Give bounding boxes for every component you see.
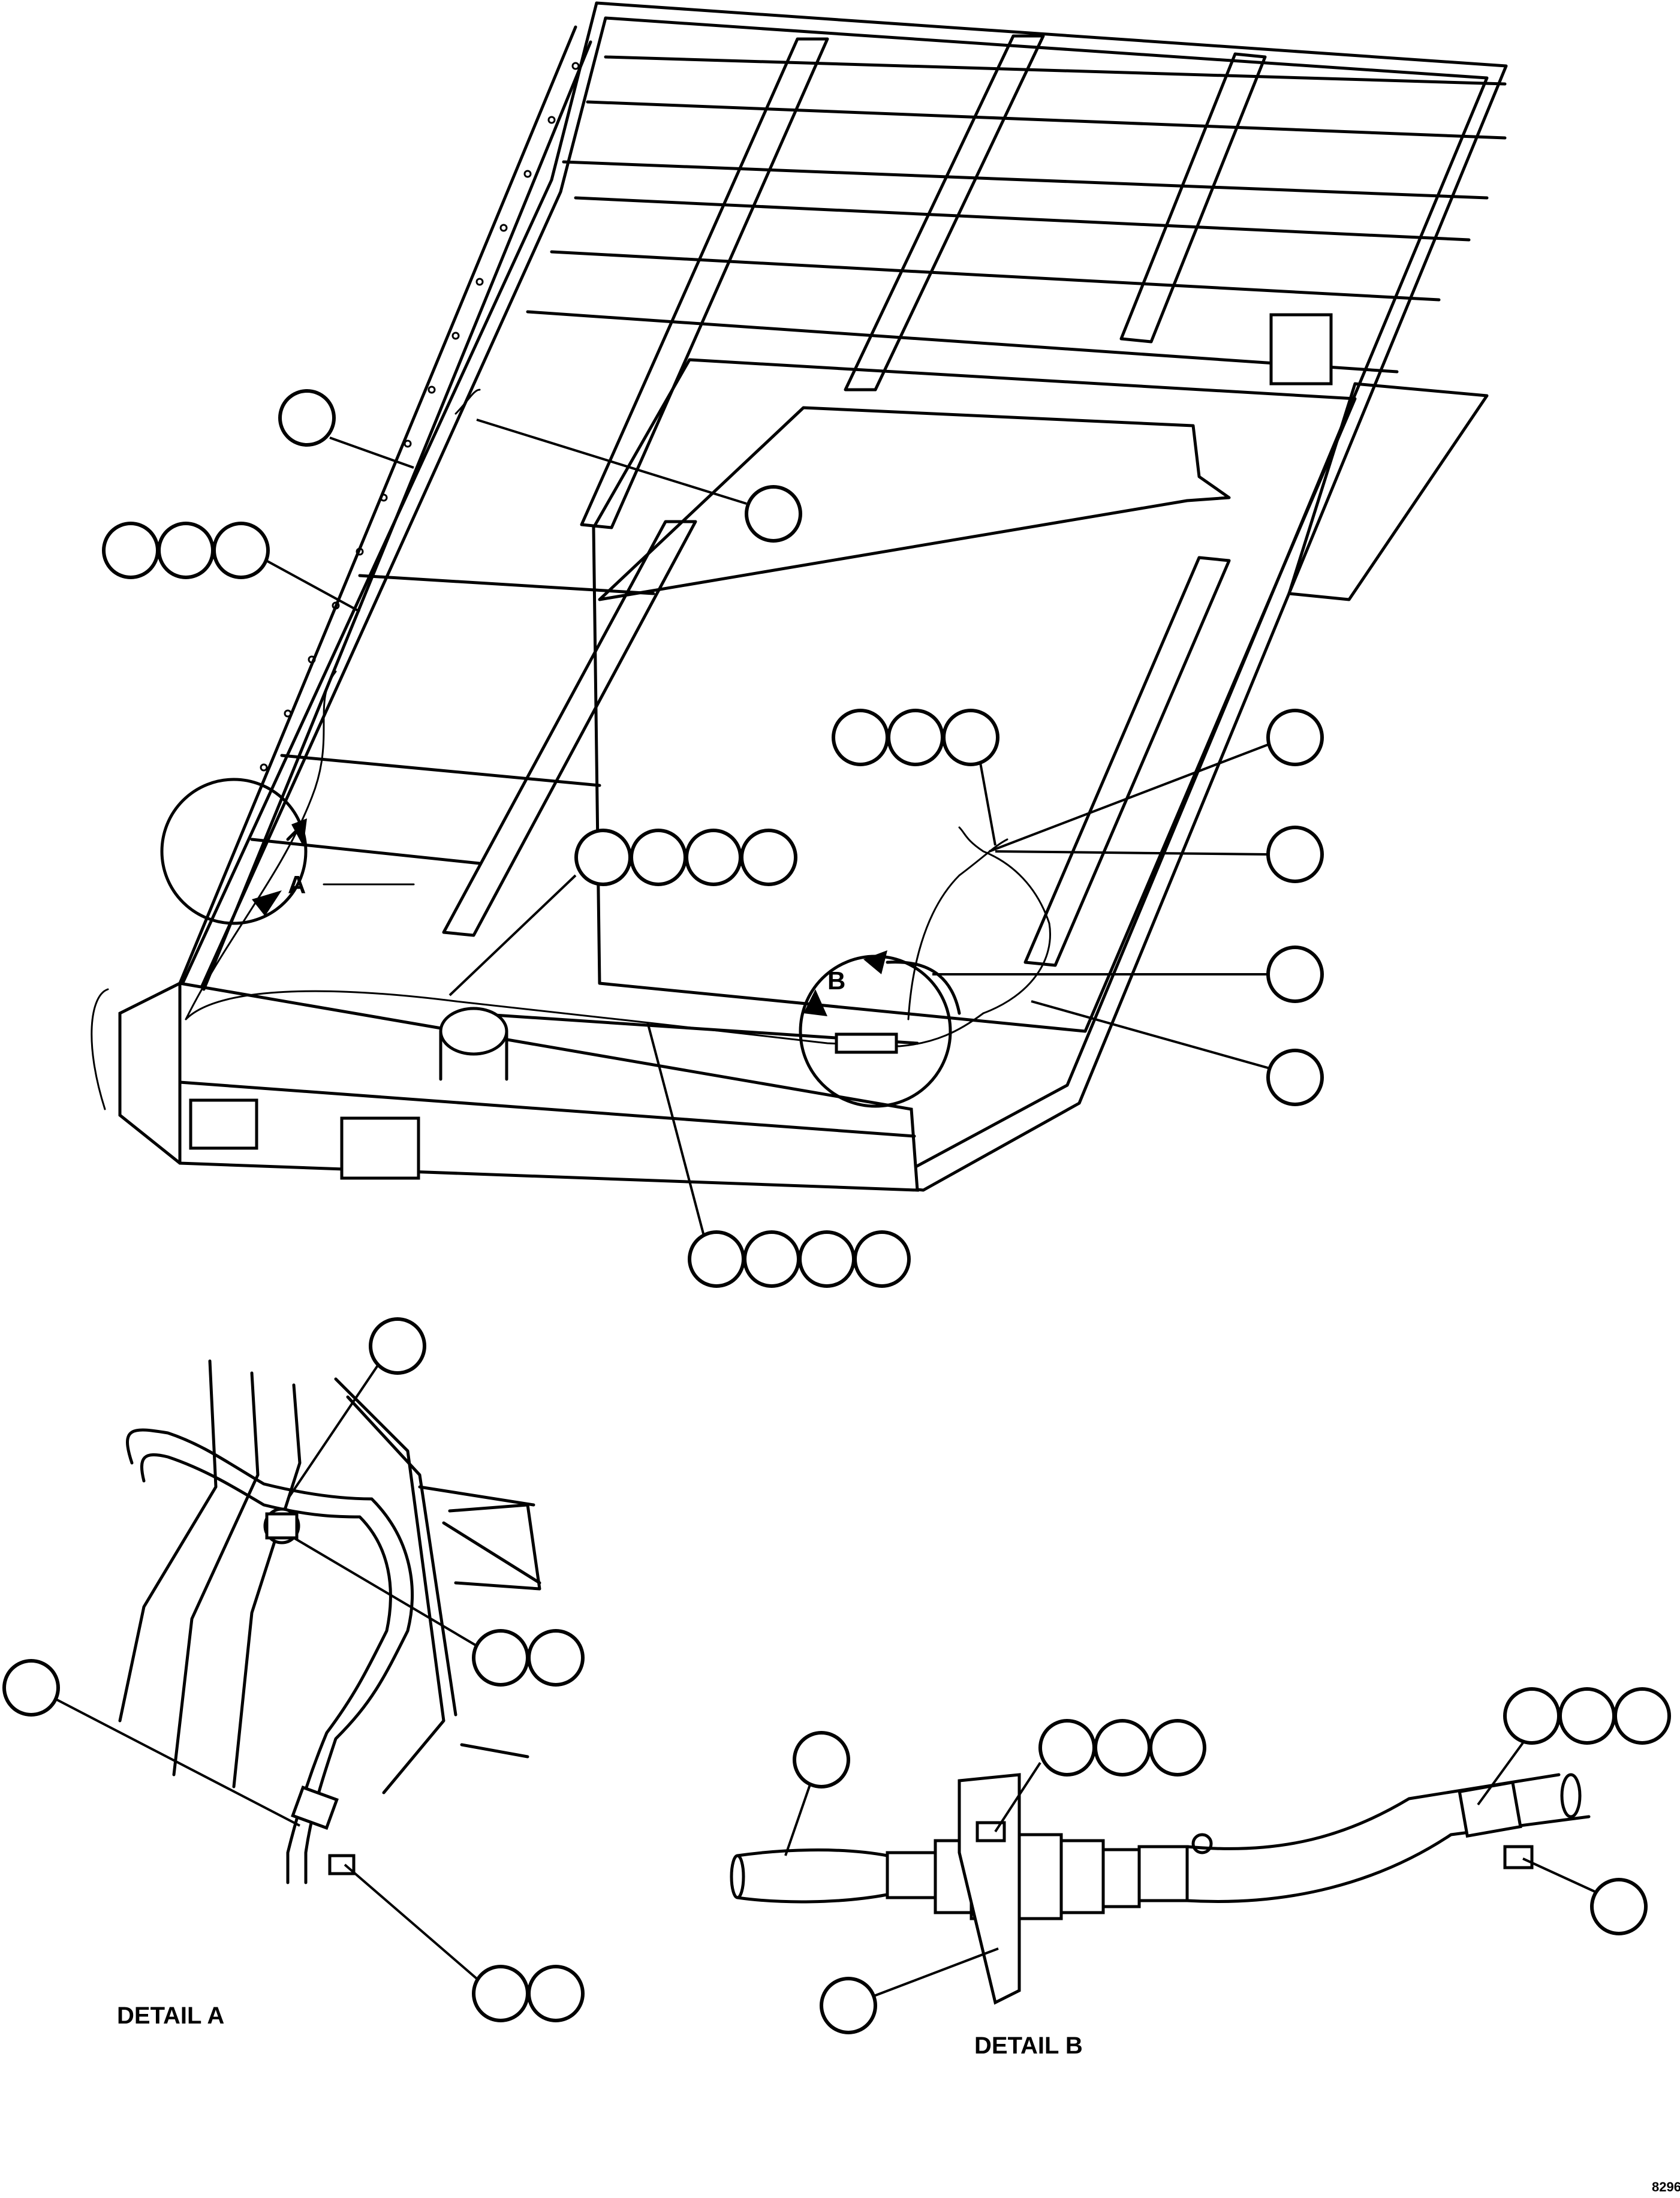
detail-b-drawing — [730, 1773, 1591, 2005]
detail-a-balloon-left — [2, 1659, 300, 1827]
detail-a-balloon-bottom-pair — [344, 1863, 585, 2022]
balloon-center-quad — [448, 829, 797, 996]
balloon-right-triple — [832, 709, 999, 846]
detail-b-caption: DETAIL B — [974, 2033, 1083, 2059]
detail-b-balloon-right-triple — [1477, 1687, 1671, 1806]
balloon-bottom-quad — [646, 1022, 911, 1288]
detail-a-circle — [160, 778, 308, 925]
detail-b-balloon-top-triple — [994, 1719, 1206, 1833]
detail-b-balloon-left — [784, 1731, 850, 1856]
detail-a-balloon-mid-pair — [293, 1537, 585, 1687]
balloon-upper-center-single — [476, 418, 802, 543]
balloon-right-single-2 — [995, 826, 1324, 883]
figure-id: 82961 — [1652, 2179, 1680, 2194]
detail-a-balloon-top — [287, 1317, 426, 1500]
detail-a-caption: DETAIL A — [117, 2003, 224, 2029]
detail-b-circle — [799, 955, 952, 1108]
balloon-upper-left-single — [278, 389, 414, 469]
balloon-right-single-4 — [1031, 1000, 1324, 1106]
detail-callout-b: B — [827, 966, 845, 995]
frame-assembly — [91, 1, 1508, 1192]
balloon-right-single-1 — [989, 709, 1324, 853]
detail-a-drawing — [118, 1359, 541, 1884]
balloon-right-single-3 — [932, 946, 1324, 1003]
balloon-upper-left-triple — [102, 522, 360, 613]
detail-b-balloon-right-single — [1522, 1857, 1648, 1935]
detail-b-balloon-bottom-single — [820, 1947, 999, 2034]
rail-bolts — [260, 62, 580, 772]
detail-callout-a: A — [288, 871, 306, 899]
